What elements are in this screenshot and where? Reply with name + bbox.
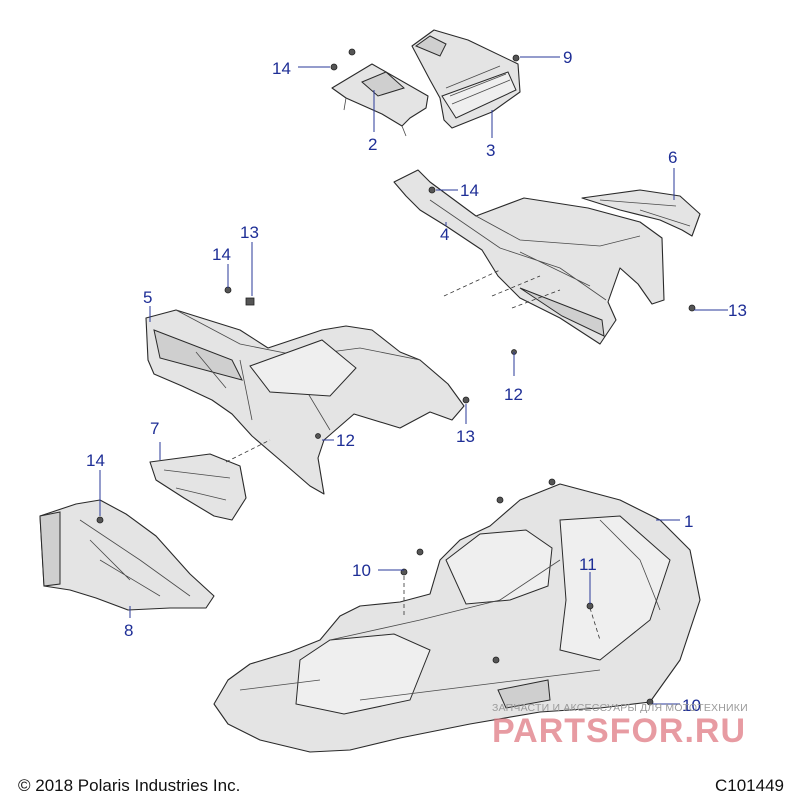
callout-14-bottom: 14 <box>86 451 105 470</box>
diagram-id: C101449 <box>714 776 784 795</box>
callout-14-top: 14 <box>272 59 291 78</box>
part-8-side-cover <box>39 499 215 611</box>
callout-2: 2 <box>368 135 377 154</box>
callout-6: 6 <box>668 148 677 167</box>
callout-14-frame: 14 <box>460 181 479 200</box>
callout-4: 4 <box>440 225 449 244</box>
callout-12-left: 12 <box>336 431 355 450</box>
part-7-panel <box>149 453 247 521</box>
leader-lines <box>99 56 728 705</box>
callout-13-top: 13 <box>240 223 259 242</box>
callout-11: 11 <box>579 555 597 574</box>
fasteners <box>96 48 696 706</box>
callout-5: 5 <box>143 288 152 307</box>
watermark-brand: PARTSFOR.RU <box>492 712 747 750</box>
part-6-fender-flap <box>581 189 701 237</box>
part-3-top-cover <box>411 29 521 129</box>
part-1-front-fender <box>213 483 701 753</box>
part-5-front-body <box>145 309 465 495</box>
callout-9: 9 <box>563 48 572 67</box>
callout-3: 3 <box>486 141 495 160</box>
watermark: ЗАПЧАСТИ И АКСЕССУАРЫ ДЛЯ МОТОТЕХНИКИ PA… <box>492 702 792 751</box>
copyright-notice: © 2018 Polaris Industries Inc. <box>18 776 241 795</box>
callout-labels: 1 2 3 4 5 6 7 8 9 10 10 11 12 12 13 13 1… <box>86 48 747 715</box>
watermark-tagline: ЗАПЧАСТИ И АКСЕССУАРЫ ДЛЯ МОТОТЕХНИКИ <box>492 702 748 714</box>
callout-14-left: 14 <box>212 245 231 264</box>
callout-7: 7 <box>150 419 159 438</box>
callout-1: 1 <box>684 512 693 531</box>
callout-10-lower: 10 <box>682 696 701 715</box>
part-2-bracket <box>331 63 429 137</box>
callout-13-middle: 13 <box>456 427 475 446</box>
assembly-lines <box>225 269 601 641</box>
part-4-rear-frame <box>393 169 665 345</box>
callout-8: 8 <box>124 621 133 640</box>
callout-10-upper: 10 <box>352 561 371 580</box>
callout-12-right: 12 <box>504 385 523 404</box>
callout-13-right: 13 <box>728 301 747 320</box>
